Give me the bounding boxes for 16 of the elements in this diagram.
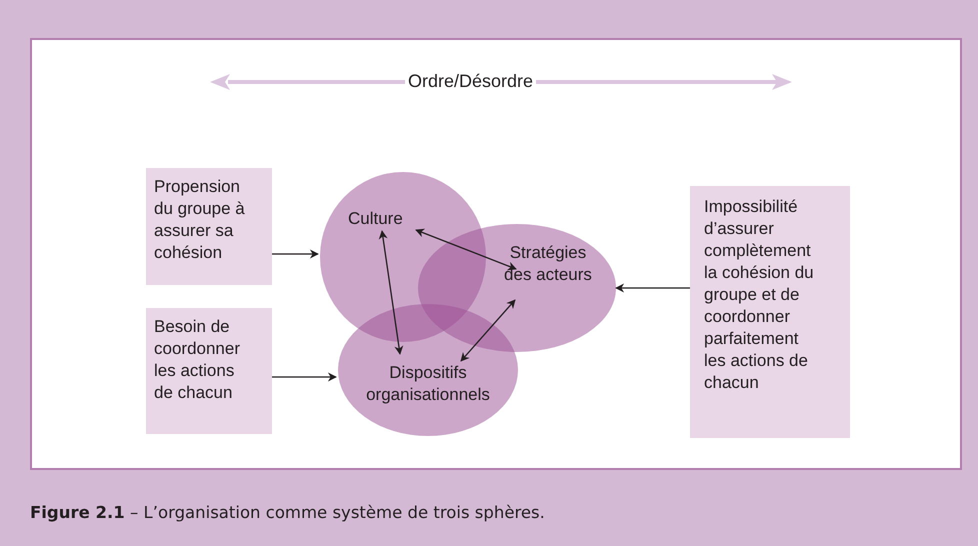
arrow: [378, 230, 404, 355]
ellipse-label: Culture: [348, 208, 404, 230]
arrow: [460, 299, 516, 362]
arrow: [272, 372, 337, 382]
box-text: Besoin de coordonner les actions de chacun: [154, 316, 242, 404]
box-text: Propension du groupe à assurer sa cohésion: [154, 176, 246, 264]
text-box: [690, 186, 850, 438]
ellipse-label: Dispositifs organisationnels: [365, 362, 491, 406]
ellipse-label: Stratégies des acteurs: [503, 242, 593, 286]
arrow: [615, 284, 690, 292]
text-box: [146, 308, 272, 434]
box-text: Impossibilité d’assurer complètement la cohésion du groupe et de coordonner parfaitement les actions de chacun: [704, 196, 815, 394]
text-box: [146, 168, 272, 285]
arrow: [415, 228, 517, 270]
figure-caption: Figure 2.1 – L’organisation comme système de trois sphères.: [30, 503, 545, 522]
arrow: [272, 250, 319, 258]
